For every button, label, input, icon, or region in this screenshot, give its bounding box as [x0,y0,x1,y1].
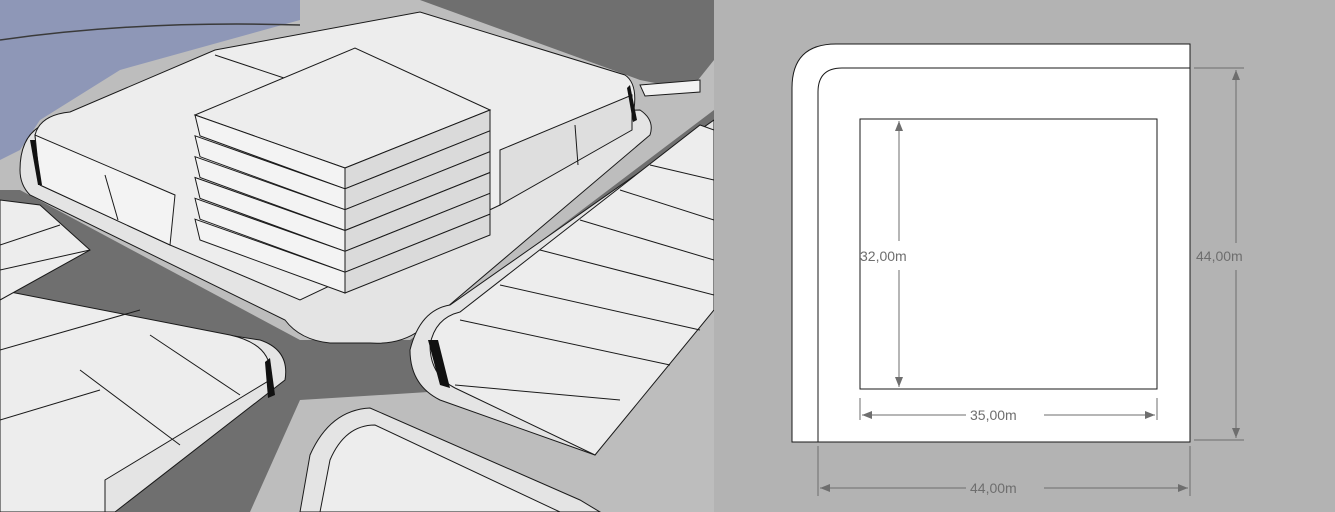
lot-divider [649,164,714,181]
lot-divider [619,189,714,221]
lot-height-label: 44,00m [1196,248,1243,264]
tower-floor-side [344,213,491,294]
podium-side-face [499,94,633,206]
inner-height-label: 32,00m [860,248,907,264]
lot-divider [0,249,91,271]
dimension-lot-height: 44,00m [1194,67,1244,441]
lower-left-buildings [0,289,271,512]
water-edge [0,23,301,41]
lot-divider [454,384,621,401]
lot-divider [499,284,701,331]
lower-left-dark-cap [265,358,275,398]
canopy-structure [639,79,701,97]
tower-building [193,47,492,294]
perspective-view [0,0,714,512]
lower-right-dark-cap [428,340,450,388]
dimension-inner-width: 35,00m [859,398,1158,423]
lot-divider [0,309,141,351]
water-area [0,0,300,160]
inner-width-label: 35,00m [970,407,1017,423]
podium-facade-divider [574,124,579,166]
lot-divider [0,224,61,246]
podium-dark-cap [627,85,637,122]
podium-dark-cap [30,140,42,185]
dimension-lot-width: 44,00m [817,446,1191,496]
plan-view: 32,00m 35,00m 44,00m [714,0,1335,512]
dimension-inner-height: 32,00m [860,121,907,387]
lot-width-label: 44,00m [970,480,1017,496]
lot-divider [79,369,181,446]
podium-facade-divider [104,174,119,221]
lot-divider [459,319,671,366]
lot-divider [579,219,714,261]
setback-outline [817,67,1190,442]
lot-divider [0,389,101,421]
building-footprint [859,118,1158,390]
lower-right-buildings [429,124,714,456]
lot-divider [539,249,714,296]
road-upper-right [420,0,714,90]
lot-divider [149,334,241,396]
podium-roof-seam [214,54,291,81]
bottom-center-building [319,424,561,512]
